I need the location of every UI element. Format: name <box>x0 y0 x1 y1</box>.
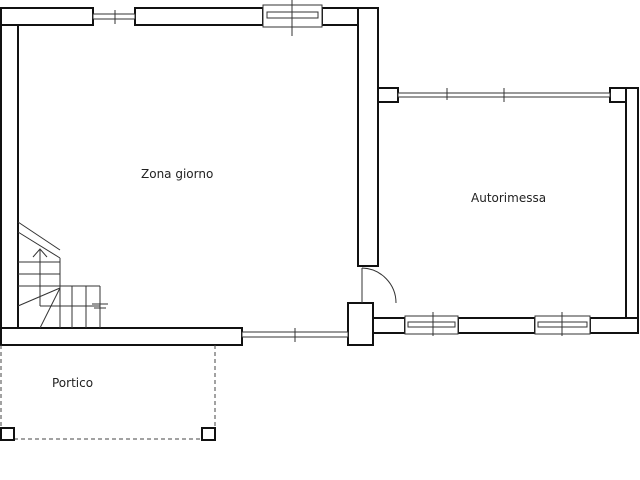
room-label-garage: Autorimessa <box>471 191 547 205</box>
garage-windows <box>397 88 611 336</box>
porch-column <box>201 427 216 441</box>
staircase <box>17 221 108 329</box>
porch-column <box>0 427 15 441</box>
living-room-windows <box>92 0 349 342</box>
door <box>361 267 397 304</box>
room-label-living: Zona giorno <box>141 167 214 181</box>
porch-outline <box>0 345 216 441</box>
garage-walls <box>372 87 639 334</box>
room-label-porch: Portico <box>52 376 94 390</box>
